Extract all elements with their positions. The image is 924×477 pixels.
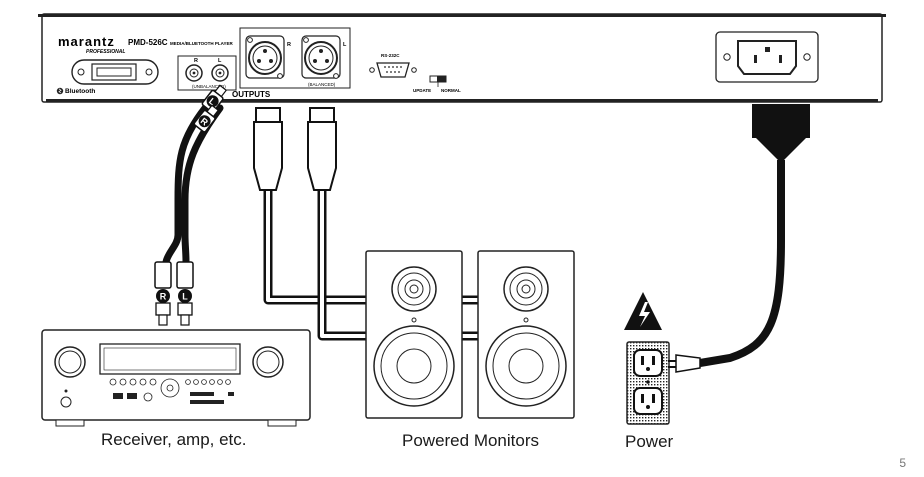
rca-left-plug-letter-top: L bbox=[207, 96, 218, 108]
wall-outlet bbox=[626, 341, 670, 425]
page-number: 5 bbox=[899, 456, 906, 470]
electric-hazard-icon bbox=[624, 292, 662, 330]
monitors-label: Powered Monitors bbox=[402, 431, 540, 450]
rca-r-label: R bbox=[194, 58, 198, 64]
bluetooth-label: Bluetooth bbox=[65, 88, 95, 95]
update-switch: UPDATE NORMAL bbox=[413, 75, 461, 93]
xlr-l-label: L bbox=[343, 42, 347, 48]
model-description: MEDIA/BLUETOOTH PLAYER bbox=[170, 41, 234, 46]
brand-sub: PROFESSIONAL bbox=[86, 49, 125, 55]
unbalanced-label: (UNBALANCED) bbox=[192, 84, 226, 89]
rca-right-plug-letter: R bbox=[160, 292, 167, 302]
model-name: PMD-526C bbox=[128, 38, 168, 47]
xlr-r-label: R bbox=[287, 42, 291, 48]
power-label: Power bbox=[625, 432, 674, 451]
rs232-label: RS-232C bbox=[381, 53, 400, 58]
rca-plugs-top: L R bbox=[193, 84, 228, 133]
wall-plug bbox=[668, 354, 701, 373]
monitor-right bbox=[477, 250, 575, 419]
xlr-plugs bbox=[253, 107, 337, 191]
xlr-left-jack: L bbox=[301, 35, 347, 79]
media-player-rear-panel: marantz PROFESSIONAL PMD-526C MEDIA/BLUE… bbox=[38, 13, 886, 103]
rca-plugs-bottom: R L bbox=[154, 261, 194, 326]
receiver bbox=[41, 329, 311, 427]
xlr-cables bbox=[263, 190, 478, 341]
switch-update-label: UPDATE bbox=[413, 88, 431, 93]
usb-slot bbox=[71, 59, 159, 85]
rca-right-plug-letter-top: R bbox=[199, 116, 211, 128]
xlr-outputs: R L (BALANCED) bbox=[239, 27, 351, 89]
xlr-right-jack: R bbox=[245, 35, 291, 79]
receiver-label: Receiver, amp, etc. bbox=[101, 430, 247, 449]
power-cable bbox=[699, 160, 785, 367]
power-inlet bbox=[715, 31, 819, 83]
outputs-label: OUTPUTS bbox=[232, 90, 271, 99]
rca-outputs: R L (UNBALANCED) bbox=[177, 55, 237, 91]
rca-l-label: L bbox=[218, 58, 222, 64]
rca-cable bbox=[162, 104, 224, 266]
switch-normal-label: NORMAL bbox=[441, 88, 461, 93]
monitor-left bbox=[365, 250, 463, 419]
rs232-port: RS-232C bbox=[369, 53, 417, 78]
balanced-label: (BALANCED) bbox=[308, 82, 336, 87]
brand-logo: marantz bbox=[58, 34, 115, 49]
iec-power-plug bbox=[752, 104, 810, 160]
bluetooth-icon bbox=[56, 87, 64, 95]
rca-left-plug-letter: L bbox=[182, 292, 188, 302]
